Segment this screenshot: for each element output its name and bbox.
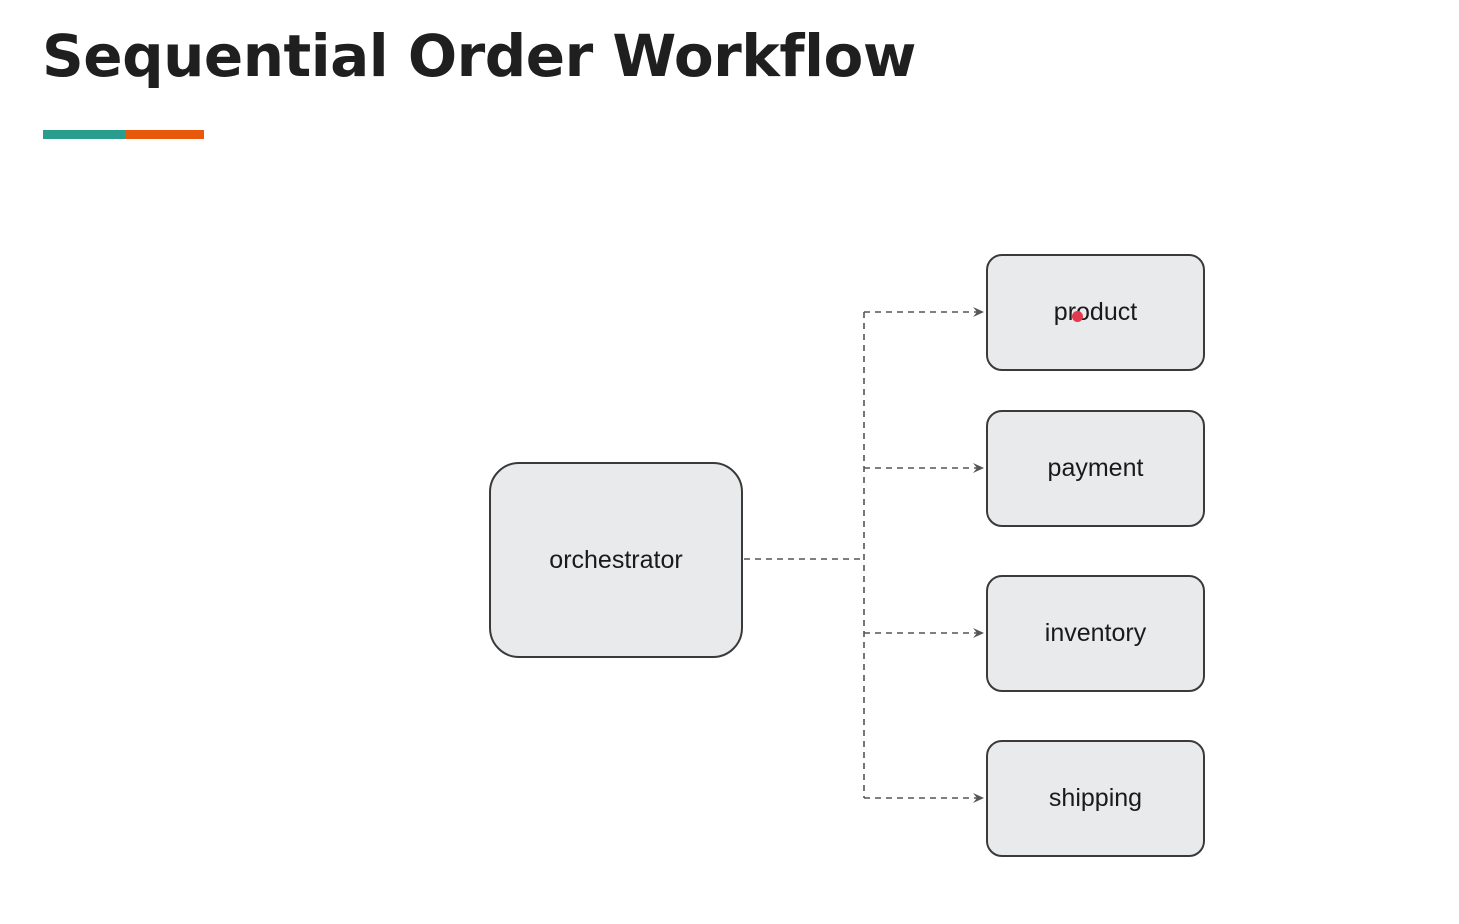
laser-pointer-dot [1072, 311, 1083, 322]
payment-service-label: payment [1047, 454, 1144, 482]
product-service-node: product [986, 254, 1205, 371]
slide-title: Sequential Order Workflow [42, 22, 916, 90]
accent-segment-orange [125, 130, 204, 139]
payment-service-node: payment [986, 410, 1205, 527]
orchestrator-node: orchestrator [489, 462, 743, 658]
inventory-service-label: inventory [1044, 619, 1147, 647]
product-service-label: product [1053, 298, 1138, 326]
inventory-service-node: inventory [986, 575, 1205, 692]
title-accent-bar [43, 130, 204, 139]
accent-segment-teal [43, 130, 125, 139]
orchestrator-label: orchestrator [549, 545, 683, 574]
shipping-service-node: shipping [986, 740, 1205, 857]
shipping-service-label: shipping [1048, 784, 1143, 812]
